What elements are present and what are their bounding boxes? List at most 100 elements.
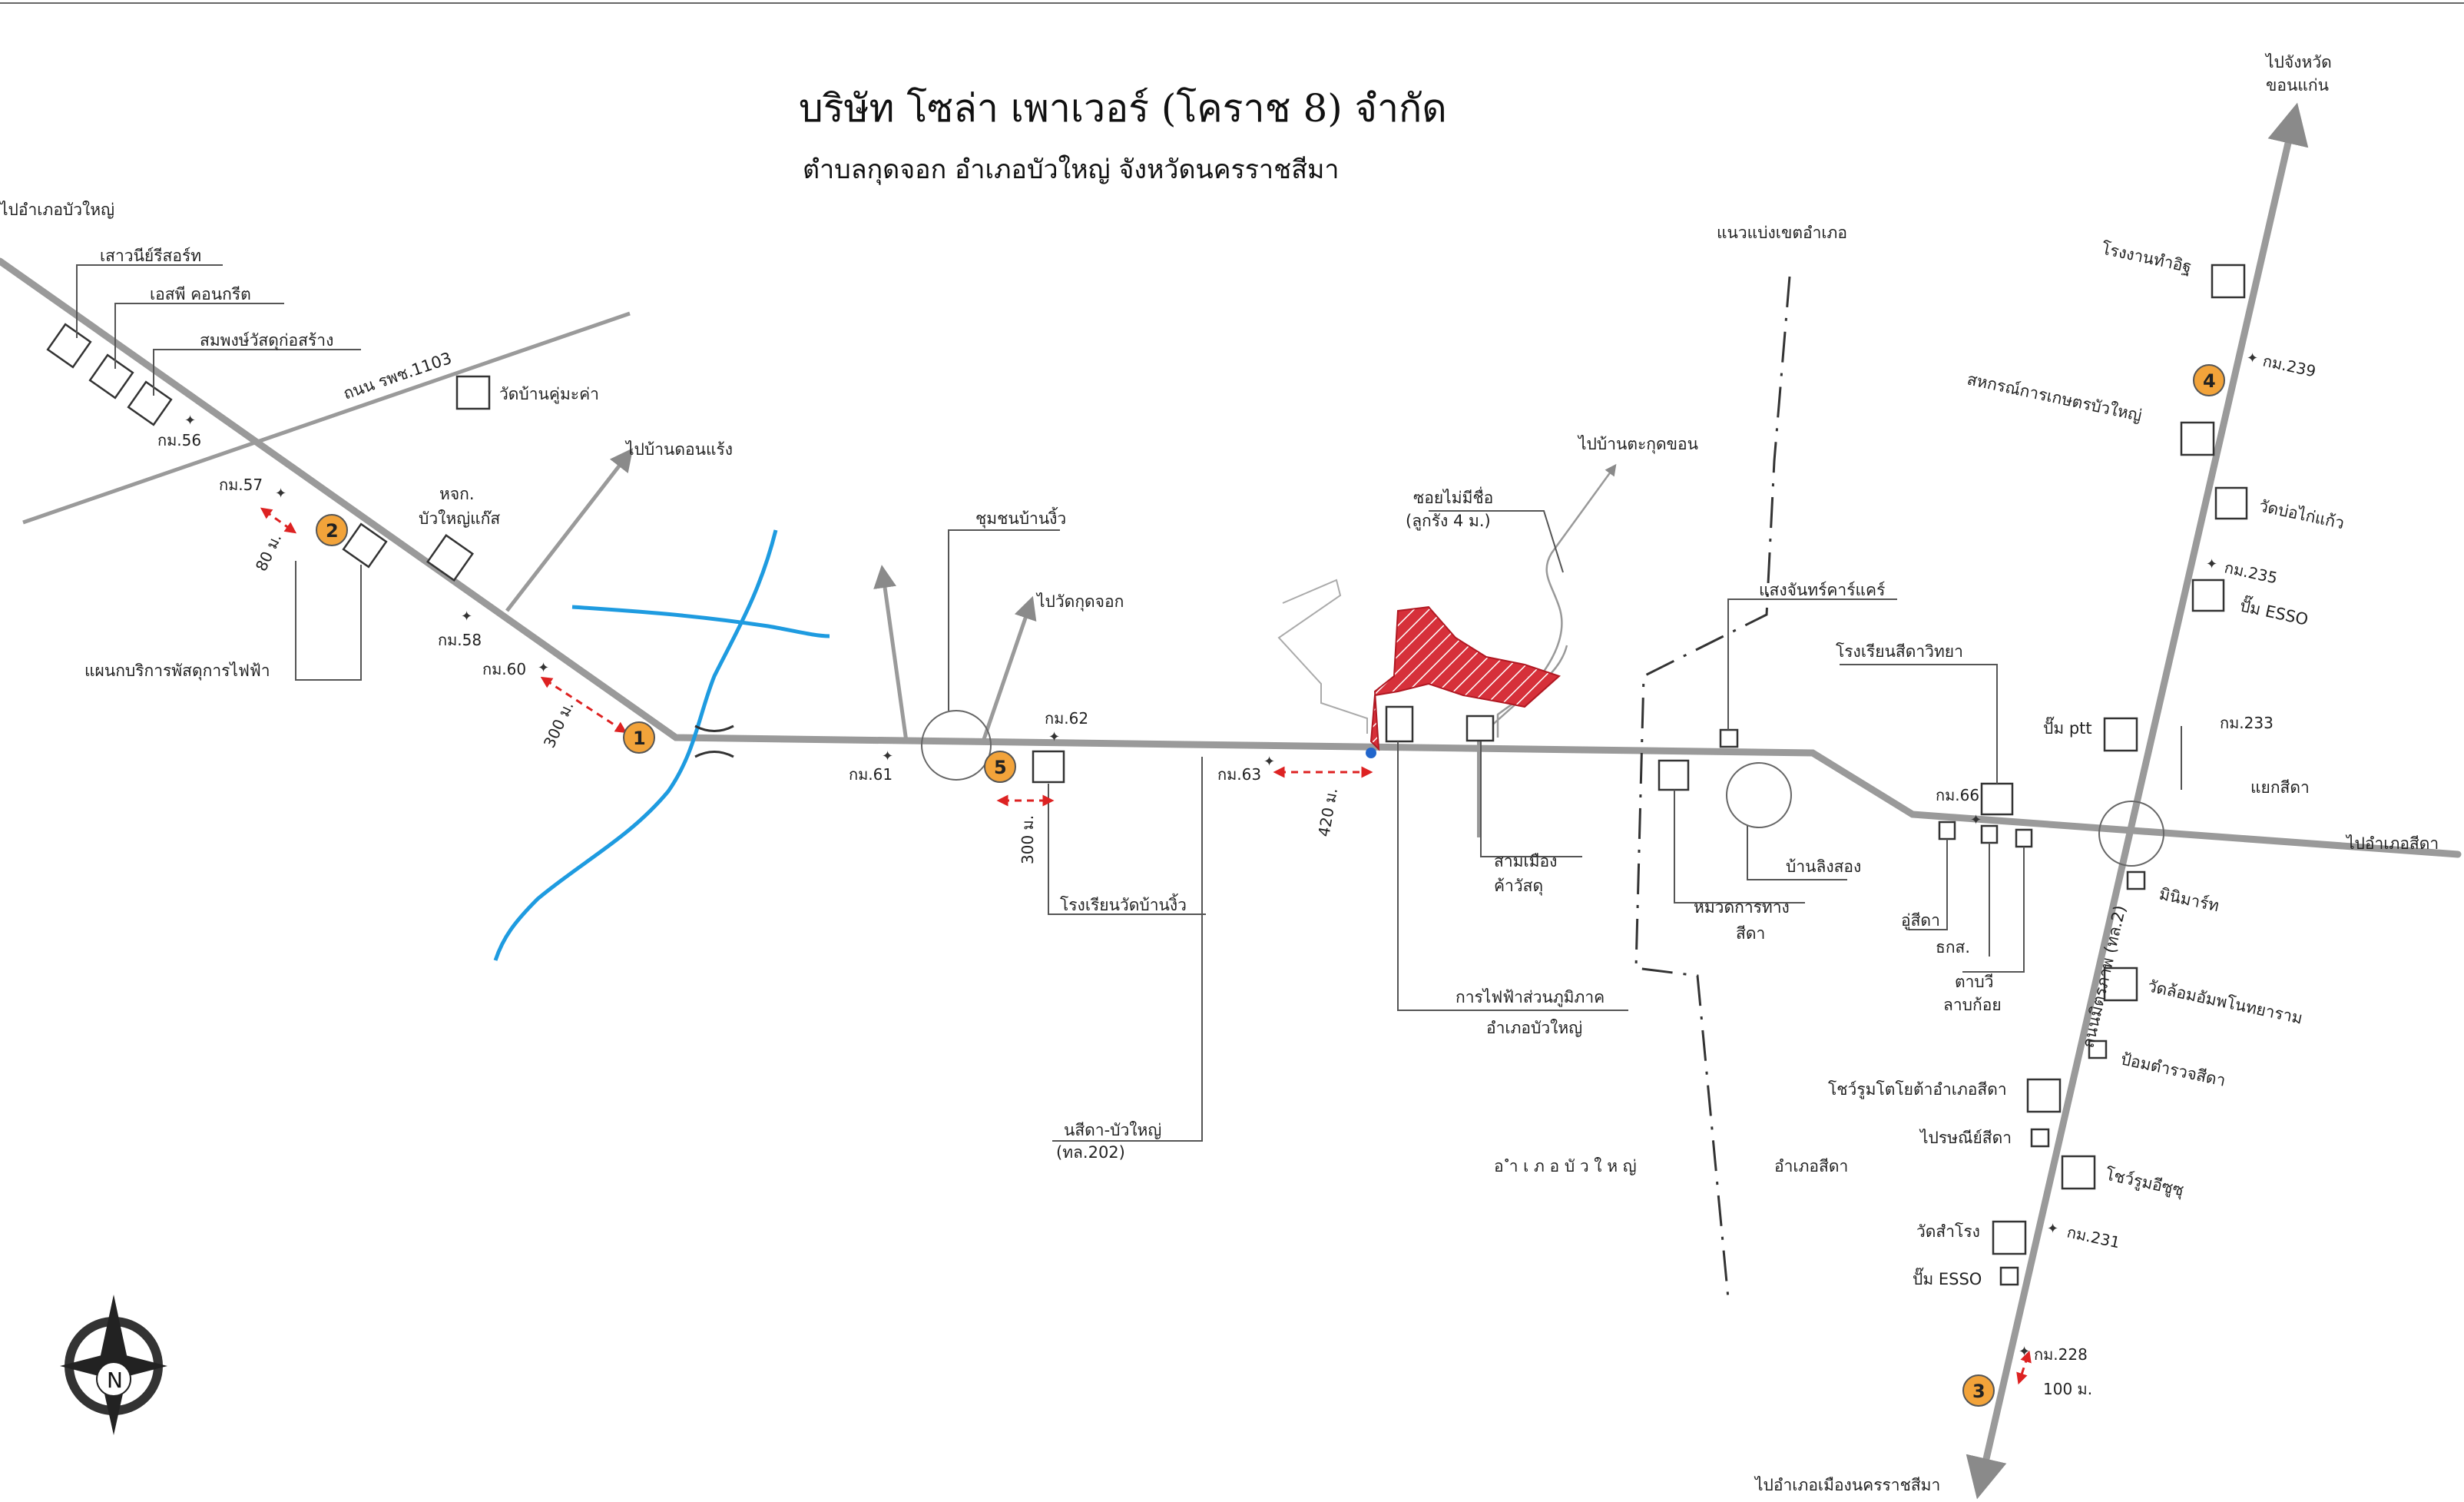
km58-star: ✦ xyxy=(461,608,472,625)
lead-community xyxy=(948,529,1060,711)
markers: 1 2 3 4 5 xyxy=(316,364,2225,1407)
km62-star: ✦ xyxy=(1048,729,1060,745)
label-wat-bokaikaew: วัดบ่อไก่แก้ว xyxy=(2257,496,2346,532)
marker-1 xyxy=(623,721,655,754)
road-side-a xyxy=(873,565,909,742)
label-highway-dept-2: สีดา xyxy=(1736,924,1765,943)
lead-concrete xyxy=(114,303,284,369)
label-sida-junction: แยกสีดา xyxy=(2250,778,2310,797)
bld-u-sida xyxy=(1938,821,1956,841)
bld-toyota xyxy=(2026,1078,2062,1113)
label-highway-dept-1: หมวดการทาง xyxy=(1694,898,1790,917)
label-community: ชุมชนบ้านงิ้ว xyxy=(975,507,1066,529)
road-mittraphap xyxy=(1966,102,2309,1500)
bld-resort xyxy=(46,323,92,369)
marker-3 xyxy=(1962,1374,1995,1407)
label-wat-samrong: วัดสำโรง xyxy=(1916,1222,1980,1241)
meas-100 xyxy=(2016,1350,2032,1385)
bld-wat-bokaikaew xyxy=(2214,486,2248,520)
label-concrete: เอสพี คอนกรีต xyxy=(150,285,251,303)
label-km57: กม.57 xyxy=(219,476,263,494)
lead-school-sida xyxy=(1840,664,1998,784)
marker-4 xyxy=(2193,364,2225,396)
bld-school-sida xyxy=(1980,782,2014,816)
label-km231: กม.231 xyxy=(2065,1222,2121,1252)
marker-4-label: 4 xyxy=(2203,370,2216,392)
label-tabwi-1: ตาบวี xyxy=(1955,973,1994,991)
junction-ling-song xyxy=(1726,762,1792,828)
label-wat-khummakha: วัดบ้านคู่มะค่า xyxy=(499,385,599,404)
label-wat-lom: วัดล้อมอัมพโนทยาราม xyxy=(2146,976,2304,1027)
label-ling-song: บ้านลิงสอง xyxy=(1786,857,1861,876)
bld-minimart xyxy=(2126,870,2146,890)
river xyxy=(493,529,830,961)
bridge-icon xyxy=(694,724,734,758)
bld-sam-mueang xyxy=(1465,715,1495,742)
measurements xyxy=(260,507,2032,1385)
label-d300b: 300 ม. xyxy=(1018,815,1037,864)
label-road-202-2: (ทล.202) xyxy=(1056,1143,1125,1162)
label-minimart: มินิมาร์ท xyxy=(2158,884,2221,915)
label-bua-yai-dir: ไปอำเภอบัวใหญ่ xyxy=(0,201,114,219)
km57-star: ✦ xyxy=(275,486,286,502)
river-branch xyxy=(571,605,830,638)
label-pea-office-2: อำเภอบัวใหญ่ xyxy=(1486,1019,1582,1037)
bld-wat-samrong xyxy=(1992,1220,2027,1255)
km231-star: ✦ xyxy=(2047,1221,2058,1237)
junction-sida xyxy=(2098,801,2164,867)
plot-outline xyxy=(1277,579,1368,734)
label-tabwi-2: ลาบก้อย xyxy=(1943,996,2002,1014)
label-saengchan: แสงจันทร์คาร์แคร์ xyxy=(1759,581,1885,599)
bld-gas xyxy=(426,534,474,582)
junction-ban-ngio xyxy=(921,710,992,781)
roads xyxy=(0,102,2462,1500)
north-center xyxy=(96,1361,131,1397)
label-brick-factory: โรงงานทำอิฐ xyxy=(2100,239,2193,276)
label-toyota: โชว์รูมโตโยต้าอำเภอสีดา xyxy=(1828,1080,2007,1099)
label-district-border: แนวแบ่งเขตอำเภอ xyxy=(1717,224,1847,242)
bld-baac xyxy=(1980,824,1999,844)
label-district-bua-yai: อ ำ เ ภ อ บั ว ใ ห ญ่ xyxy=(1494,1157,1637,1175)
lead-pea-supply xyxy=(295,561,362,681)
north-letter: N xyxy=(107,1368,123,1393)
km61-star: ✦ xyxy=(882,748,893,764)
lead-soi xyxy=(1429,510,1564,573)
km56-star: ✦ xyxy=(184,413,196,429)
bld-isuzu xyxy=(2061,1155,2096,1190)
label-d100: 100 ม. xyxy=(2043,1380,2092,1398)
label-d300a: 300 ม. xyxy=(540,698,578,751)
label-km66: กม.66 xyxy=(1936,786,1979,804)
map-title: บริษัท โซล่า เพาเวอร์ (โคราช 8) จำกัด xyxy=(799,86,1447,131)
km63-star: ✦ xyxy=(1263,754,1275,770)
bld-coop xyxy=(2180,421,2215,456)
bld-brick-factory xyxy=(2211,264,2246,299)
meas-80 xyxy=(260,507,297,534)
km-stars: ✦ ✦ ✦ ✦ ✦ ✦ ✦ ✦ ✦ ✦ ✦ ✦ xyxy=(184,350,2258,1360)
label-sam-mueang-1: สามเมือง xyxy=(1494,852,1557,870)
label-u-sida: อู่สีดา xyxy=(1901,911,1940,930)
lead-resort xyxy=(76,264,223,338)
label-km58: กม.58 xyxy=(438,631,482,649)
label-school-sida: โรงเรียนสีดาวิทยา xyxy=(1836,642,1963,661)
label-esso-1: ปั๊ม ESSO xyxy=(2238,594,2310,629)
label-d80: 80 ม. xyxy=(252,530,285,574)
bld-esso-1 xyxy=(2191,579,2225,612)
map-subtitle: ตำบลกุดจอก อำเภอบัวใหญ่ จังหวัดนครราชสีม… xyxy=(803,154,1339,185)
bld-material xyxy=(127,380,173,426)
bld-wat-khummakha xyxy=(455,375,491,410)
label-pea-supply: แผนกบริการพัสดุการไฟฟ้า xyxy=(84,661,270,681)
label-soi-1: ซอยไม่มีชื่อ xyxy=(1413,486,1493,507)
label-gas-2: บัวใหญ่แก๊ส xyxy=(419,509,500,528)
bld-wat-lom xyxy=(2103,967,2138,1002)
marker-2 xyxy=(316,514,348,546)
bld-saengchan xyxy=(1719,728,1739,748)
meas-300a xyxy=(540,676,628,734)
label-baac: ธกส. xyxy=(1936,938,1970,957)
bld-concrete xyxy=(88,353,134,400)
lead-sam-mueang xyxy=(1480,741,1582,857)
label-sida-dir: ไปอำเภอสีดา xyxy=(2345,834,2439,853)
marker-5 xyxy=(984,751,1016,783)
label-km61: กม.61 xyxy=(849,765,893,784)
district-border-line xyxy=(1634,276,1791,1299)
